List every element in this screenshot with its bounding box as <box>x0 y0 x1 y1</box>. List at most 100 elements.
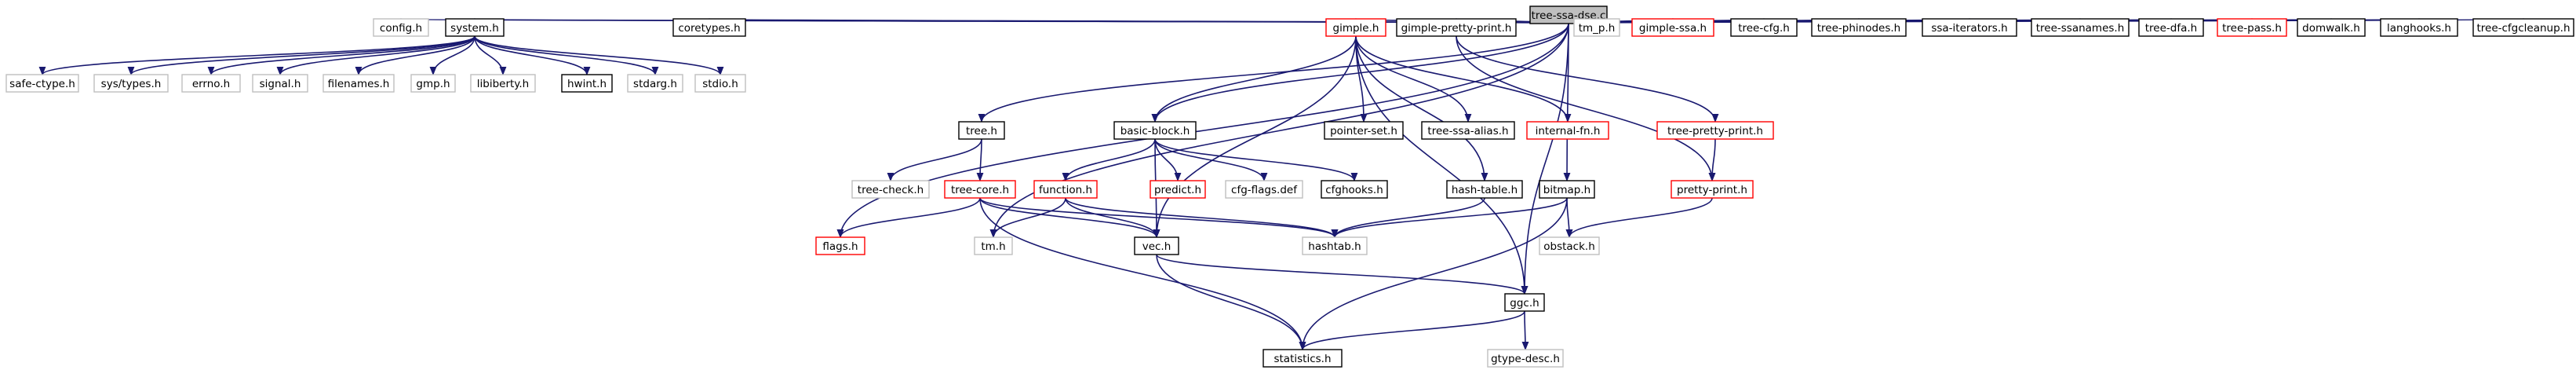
edge-function-h-to-vec-h <box>1065 197 1160 239</box>
edge <box>474 35 507 76</box>
node-label: flags.h <box>822 240 858 253</box>
node-filenames-h: filenames.h <box>322 74 395 93</box>
edge <box>474 35 724 76</box>
node-label: vec.h <box>1142 240 1171 253</box>
node-cfg-flags-def: cfg-flags.def <box>1225 180 1303 199</box>
node-box <box>1526 121 1609 140</box>
node-box <box>2217 18 2287 37</box>
node-tree-check-h: tree-check.h <box>851 180 930 199</box>
node-tree-pass-h[interactable]: tree-pass.h <box>2217 18 2287 37</box>
node-label: internal-fn.h <box>1536 125 1601 137</box>
node-label: cfg-flags.def <box>1231 184 1298 196</box>
node-function-h[interactable]: function.h <box>1033 180 1098 199</box>
node-system-h[interactable]: system.h <box>445 18 505 37</box>
edge-tree-core-h-to-vec-h <box>979 197 1160 239</box>
edge <box>276 35 475 76</box>
node-gtype-desc-h: gtype-desc.h <box>1487 349 1564 368</box>
node-label: gimple-ssa.h <box>1639 22 1707 35</box>
edge <box>989 23 1569 239</box>
node-tree-pretty-print-h[interactable]: tree-pretty-print.h <box>1656 121 1774 140</box>
node-tree-ssanames-h[interactable]: tree-ssanames.h <box>2031 18 2130 37</box>
node-label: gimple.h <box>1333 22 1379 35</box>
node-sys-types-h: sys/types.h <box>93 74 169 93</box>
node-tree-phinodes-h[interactable]: tree-phinodes.h <box>1811 18 1907 37</box>
node-label: hwint.h <box>567 78 607 90</box>
edge-tree-ssa-dse-c-to-ggc-h <box>1521 23 1569 295</box>
node-tree-cfg-h[interactable]: tree-cfg.h <box>1730 18 1798 37</box>
node-label: ggc.h <box>1510 297 1539 310</box>
node-label: tree-cfgcleanup.h <box>2476 22 2570 35</box>
node-box <box>851 180 930 199</box>
node-signal-h: signal.h <box>252 74 308 93</box>
node-tree-cfgcleanup-h[interactable]: tree-cfgcleanup.h <box>2472 18 2574 37</box>
node-domwalk-h[interactable]: domwalk.h <box>2297 18 2366 37</box>
node-vec-h[interactable]: vec.h <box>1134 236 1179 255</box>
node-label: tree-ssa-alias.h <box>1427 125 1508 137</box>
node-box <box>2472 18 2574 37</box>
node-gmp-h: gmp.h <box>410 74 456 93</box>
edge-ggc-h-to-statistics-h <box>1299 310 1525 351</box>
node-coretypes-h[interactable]: coretypes.h <box>672 18 746 37</box>
edge <box>976 138 984 182</box>
node-box <box>1811 18 1907 37</box>
edge <box>474 35 591 76</box>
node-tree-ssa-alias-h[interactable]: tree-ssa-alias.h <box>1421 121 1515 140</box>
node-label: config.h <box>380 22 422 35</box>
node-box <box>1321 180 1388 199</box>
edge <box>1065 197 1160 239</box>
node-langhooks-h[interactable]: langhooks.h <box>2380 18 2458 37</box>
node-box <box>1421 121 1515 140</box>
edge-system-h-to-libiberty-h <box>474 35 507 76</box>
node-box <box>2138 18 2204 37</box>
node-gimple-ssa-h[interactable]: gimple-ssa.h <box>1631 18 1714 37</box>
edge-gimple-h-to-tree-ssa-alias-h <box>1355 35 1472 123</box>
node-statistics-h[interactable]: statistics.h <box>1262 349 1343 368</box>
node-tree-h[interactable]: tree.h <box>958 121 1005 140</box>
node-label: libiberty.h <box>477 78 529 90</box>
node-hash-table-h[interactable]: hash-table.h <box>1446 180 1523 199</box>
node-gimple-pretty-print-h[interactable]: gimple-pretty-print.h <box>1396 18 1517 37</box>
node-label: tm_p.h <box>1579 22 1616 35</box>
edge-tree-ssa-dse-c-to-tree-h <box>978 23 1569 123</box>
node-box <box>1302 236 1368 255</box>
node-pointer-set-h[interactable]: pointer-set.h <box>1324 121 1404 140</box>
node-label: sys/types.h <box>101 78 162 90</box>
edge <box>429 35 475 76</box>
edge-tree-core-h-to-flags-h <box>836 197 981 239</box>
node-box <box>252 74 308 93</box>
node-ssa-iterators-h[interactable]: ssa-iterators.h <box>1922 18 2017 37</box>
node-hashtab-h: hashtab.h <box>1302 236 1368 255</box>
node-tree-dfa-h[interactable]: tree-dfa.h <box>2138 18 2204 37</box>
node-box <box>1539 180 1595 199</box>
node-pretty-print-h[interactable]: pretty-print.h <box>1671 180 1754 199</box>
node-internal-fn-h[interactable]: internal-fn.h <box>1526 121 1609 140</box>
edge <box>1521 23 1569 295</box>
node-box <box>410 74 456 93</box>
node-label: predict.h <box>1154 184 1201 196</box>
node-label: ssa-iterators.h <box>1931 22 2007 35</box>
edge-system-h-to-sys-types-h <box>127 35 475 76</box>
node-predict-h[interactable]: predict.h <box>1150 180 1206 199</box>
node-bitmap-h[interactable]: bitmap.h <box>1539 180 1595 199</box>
node-hwint-h[interactable]: hwint.h <box>561 74 613 93</box>
edge <box>989 197 1066 239</box>
node-label: tm.h <box>981 240 1005 253</box>
node-label: coretypes.h <box>678 22 740 35</box>
node-libiberty-h: libiberty.h <box>470 74 536 93</box>
edge <box>1299 310 1525 351</box>
node-box <box>445 18 505 37</box>
node-tree-core-h[interactable]: tree-core.h <box>944 180 1016 199</box>
edge <box>1565 197 1713 239</box>
node-basic-block-h[interactable]: basic-block.h <box>1113 121 1197 140</box>
node-gimple-h[interactable]: gimple.h <box>1325 18 1386 37</box>
node-ggc-h[interactable]: ggc.h <box>1504 293 1545 312</box>
node-stdarg-h: stdarg.h <box>627 74 683 93</box>
node-label: tree-core.h <box>951 184 1009 196</box>
node-flags-h[interactable]: flags.h <box>815 236 865 255</box>
edge-vec-h-to-ggc-h <box>1156 254 1528 295</box>
node-box <box>1631 18 1714 37</box>
edge-function-h-to-tm-h <box>989 197 1066 239</box>
node-cfghooks-h[interactable]: cfghooks.h <box>1321 180 1388 199</box>
node-box <box>974 236 1013 255</box>
